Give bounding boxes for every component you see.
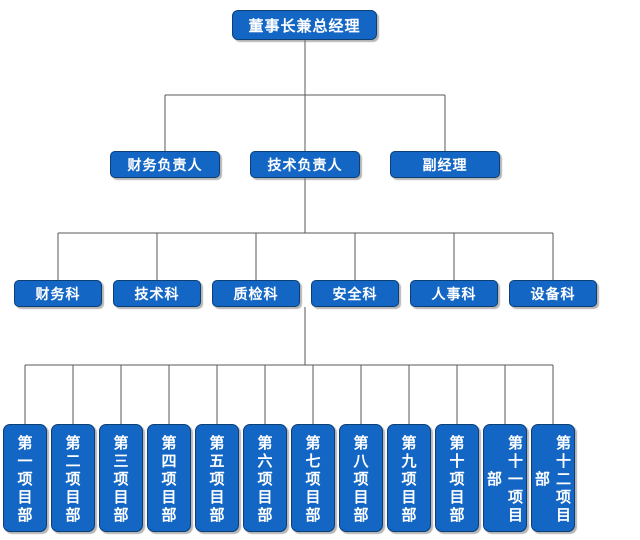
org-node-project-7[interactable]: 第七项目部 bbox=[291, 424, 335, 532]
org-node-technical-head[interactable]: 技术负责人 bbox=[250, 151, 360, 178]
org-node-project-10[interactable]: 第十项目部 bbox=[435, 424, 479, 532]
org-node-dept-quality[interactable]: 质检科 bbox=[212, 280, 300, 307]
org-node-project-11[interactable]: 第十一项目部 bbox=[483, 424, 527, 532]
org-node-chairman[interactable]: 董事长兼总经理 bbox=[232, 10, 377, 40]
org-node-deputy-manager[interactable]: 副经理 bbox=[390, 151, 500, 178]
org-node-dept-finance[interactable]: 财务科 bbox=[14, 280, 102, 307]
org-node-project-12[interactable]: 第十二项目部 bbox=[531, 424, 575, 532]
org-node-project-1[interactable]: 第一项目部 bbox=[3, 424, 47, 532]
org-node-dept-safety[interactable]: 安全科 bbox=[311, 280, 399, 307]
org-node-project-8[interactable]: 第八项目部 bbox=[339, 424, 383, 532]
org-node-project-6[interactable]: 第六项目部 bbox=[243, 424, 287, 532]
org-node-project-4[interactable]: 第四项目部 bbox=[147, 424, 191, 532]
org-node-dept-equipment[interactable]: 设备科 bbox=[509, 280, 597, 307]
org-node-project-9[interactable]: 第九项目部 bbox=[387, 424, 431, 532]
org-node-finance-head[interactable]: 财务负责人 bbox=[110, 151, 220, 178]
org-node-dept-hr[interactable]: 人事科 bbox=[410, 280, 498, 307]
org-node-dept-technical[interactable]: 技术科 bbox=[113, 280, 201, 307]
org-node-project-5[interactable]: 第五项目部 bbox=[195, 424, 239, 532]
org-node-project-2[interactable]: 第二项目部 bbox=[51, 424, 95, 532]
org-node-project-3[interactable]: 第三项目部 bbox=[99, 424, 143, 532]
